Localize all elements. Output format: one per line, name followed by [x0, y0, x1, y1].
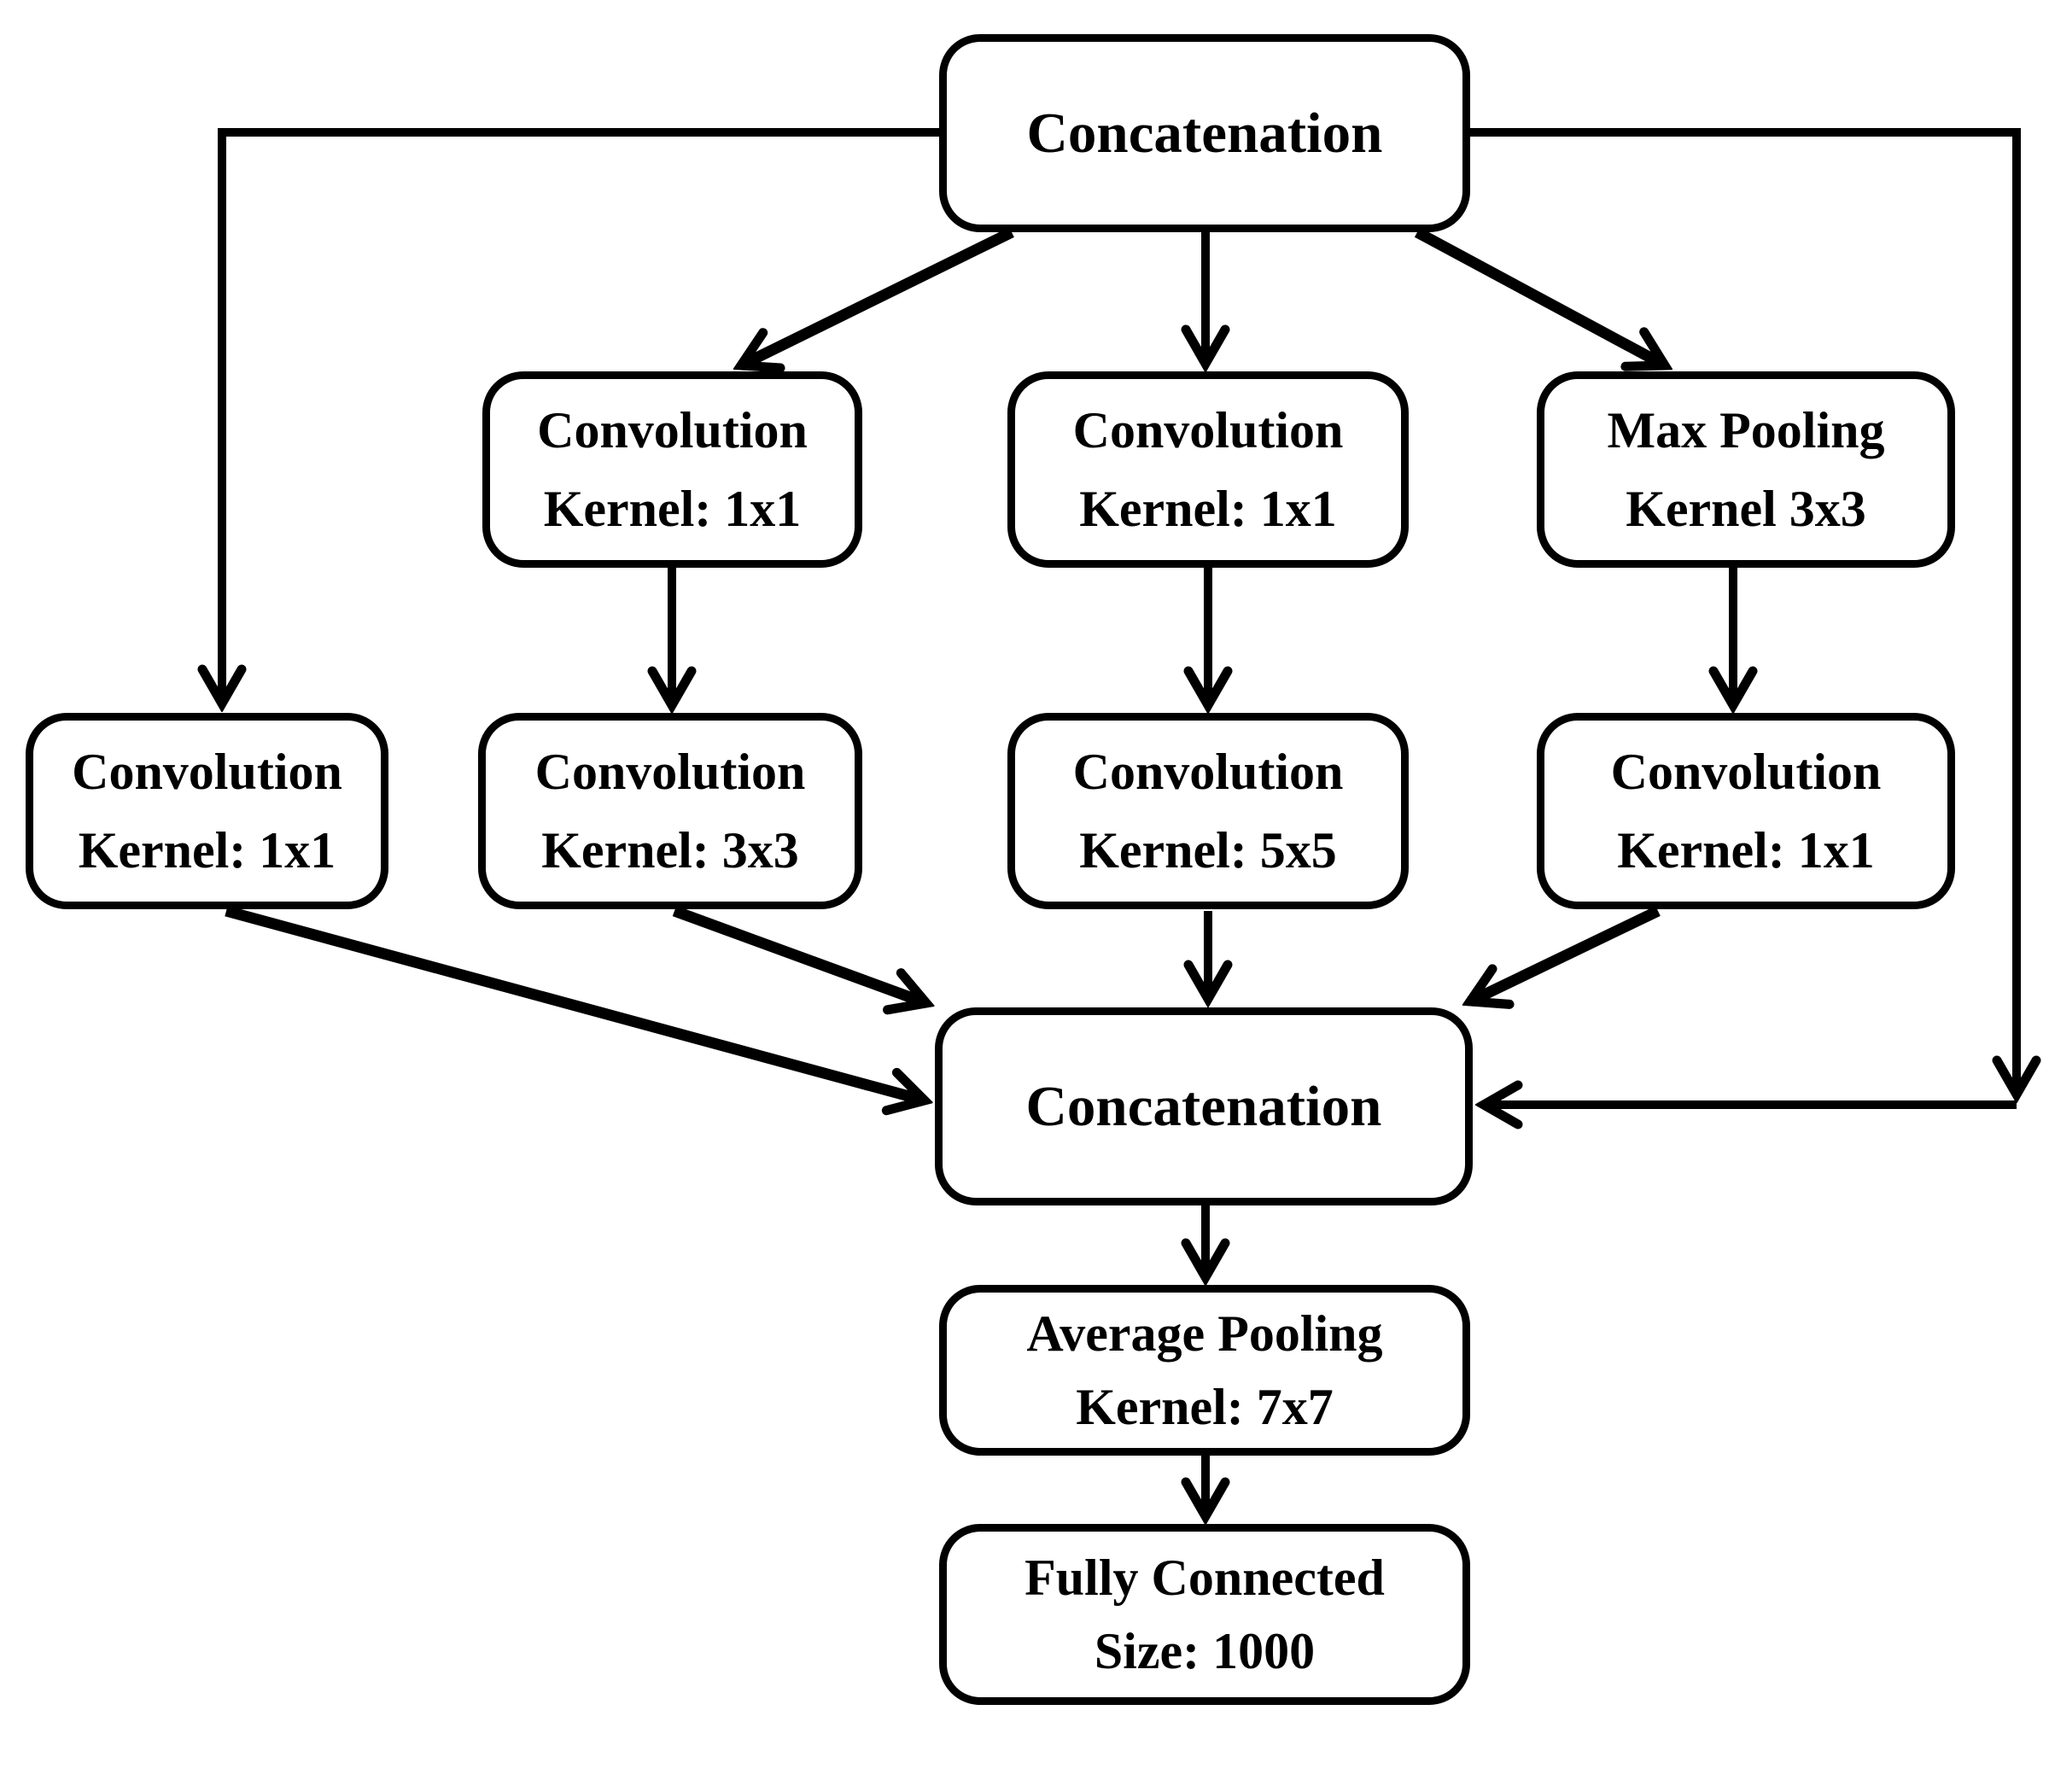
node-label-line2: Kernel: 5x5 [1079, 822, 1337, 878]
node-label-line2: Kernel: 3x3 [541, 822, 799, 878]
node-concatenation-top: Concatenation [939, 34, 1470, 232]
edge-concat-top-to-maxpool [1414, 227, 1665, 365]
node-fully-connected-1000: Fully Connected Size: 1000 [939, 1524, 1470, 1705]
node-label-line1: Average Pooling [1026, 1305, 1383, 1362]
node-convolution-3x3: Convolution Kernel: 3x3 [478, 713, 862, 909]
node-label-line1: Convolution [534, 744, 806, 800]
node-convolution-1x1-branch1: Convolution Kernel: 1x1 [26, 713, 388, 909]
node-label-line1: Fully Connected [1024, 1550, 1385, 1606]
node-max-pooling-3x3: Max Pooling Kernel 3x3 [1537, 371, 1955, 568]
node-label-line2: Kernel: 1x1 [1617, 822, 1875, 878]
node-label-line2: Kernel: 1x1 [543, 481, 802, 537]
node-convolution-1x1-branch3: Convolution Kernel: 1x1 [1007, 371, 1409, 568]
node-label-line1: Convolution [1072, 744, 1344, 800]
node-convolution-1x1-branch4: Convolution Kernel: 1x1 [1537, 713, 1955, 909]
edge-conv-b1-to-concat-bottom [225, 905, 925, 1100]
edge-conv-b4-to-concat-bottom [1470, 906, 1661, 1001]
edge-concat-top-to-conv-b1 [222, 128, 939, 703]
node-label-line1: Max Pooling [1607, 402, 1885, 458]
node-convolution-5x5: Convolution Kernel: 5x5 [1007, 713, 1409, 909]
node-label-line2: Kernel: 7x7 [1076, 1379, 1334, 1435]
node-label-line2: Size: 1000 [1094, 1623, 1316, 1679]
node-label-line2: Kernel 3x3 [1626, 481, 1866, 537]
edge-concat-top-to-conv-b2-reduce [741, 227, 1014, 365]
node-label-line2: Kernel: 1x1 [78, 822, 336, 878]
node-convolution-1x1-branch2: Convolution Kernel: 1x1 [482, 371, 862, 568]
node-label-line1: Convolution [72, 744, 342, 800]
edge-conv-3x3-to-concat-bottom [672, 905, 926, 1003]
node-average-pooling-7x7: Average Pooling Kernel: 7x7 [939, 1285, 1470, 1456]
node-concatenation-bottom: Concatenation [935, 1007, 1473, 1205]
node-label-line2: Kernel: 1x1 [1079, 481, 1337, 537]
node-label-line1: Convolution [537, 402, 808, 458]
node-label-line1: Convolution [1610, 744, 1882, 800]
node-label: Concatenation [1026, 102, 1383, 165]
node-label-line1: Convolution [1072, 402, 1344, 458]
edge-concat-top-skip-down [1470, 128, 2017, 1094]
node-label: Concatenation [1025, 1075, 1382, 1138]
